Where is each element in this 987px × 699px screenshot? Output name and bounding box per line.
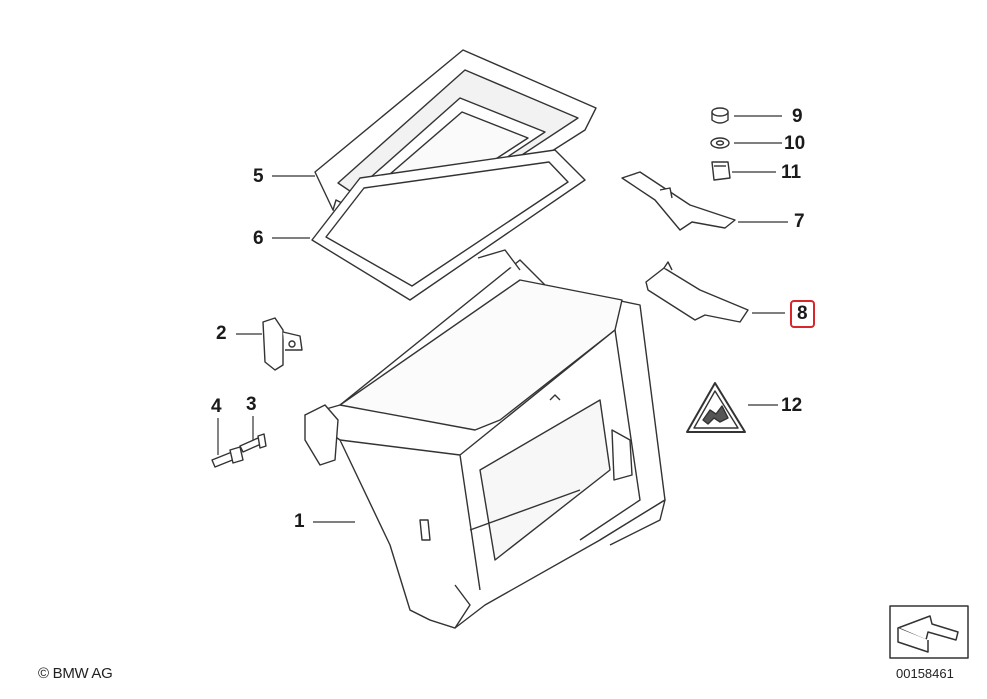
arrow-nav-icon[interactable] bbox=[889, 605, 969, 659]
part-6-gasket[interactable] bbox=[311, 149, 586, 301]
copyright-text: © BMW AG bbox=[38, 665, 113, 682]
warning-triangle-icon[interactable] bbox=[686, 382, 746, 433]
callout-5[interactable]: 5 bbox=[253, 166, 264, 187]
part-3-screw[interactable] bbox=[239, 433, 267, 453]
callout-9[interactable]: 9 bbox=[792, 106, 803, 127]
part-7-bracket[interactable] bbox=[621, 171, 736, 231]
part-9-nut[interactable] bbox=[711, 107, 729, 124]
callout-1[interactable]: 1 bbox=[294, 511, 305, 532]
part-10-washer[interactable] bbox=[710, 137, 730, 149]
callout-12[interactable]: 12 bbox=[781, 395, 803, 416]
callout-4[interactable]: 4 bbox=[211, 396, 222, 417]
part-1-housing[interactable] bbox=[304, 249, 666, 629]
callout-7[interactable]: 7 bbox=[794, 211, 805, 232]
callout-6[interactable]: 6 bbox=[253, 228, 264, 249]
callout-11[interactable]: 11 bbox=[781, 162, 802, 183]
diagram-id: 00158461 bbox=[896, 666, 954, 681]
part-2-clip[interactable] bbox=[262, 317, 303, 371]
part-11-clip[interactable] bbox=[711, 161, 731, 181]
callout-10[interactable]: 10 bbox=[784, 133, 806, 154]
callout-8-selected[interactable]: 8 bbox=[790, 300, 815, 328]
part-4-screw[interactable] bbox=[211, 446, 244, 468]
part-8-bracket[interactable] bbox=[645, 261, 749, 323]
callout-3[interactable]: 3 bbox=[246, 394, 257, 415]
callout-2[interactable]: 2 bbox=[216, 323, 227, 344]
